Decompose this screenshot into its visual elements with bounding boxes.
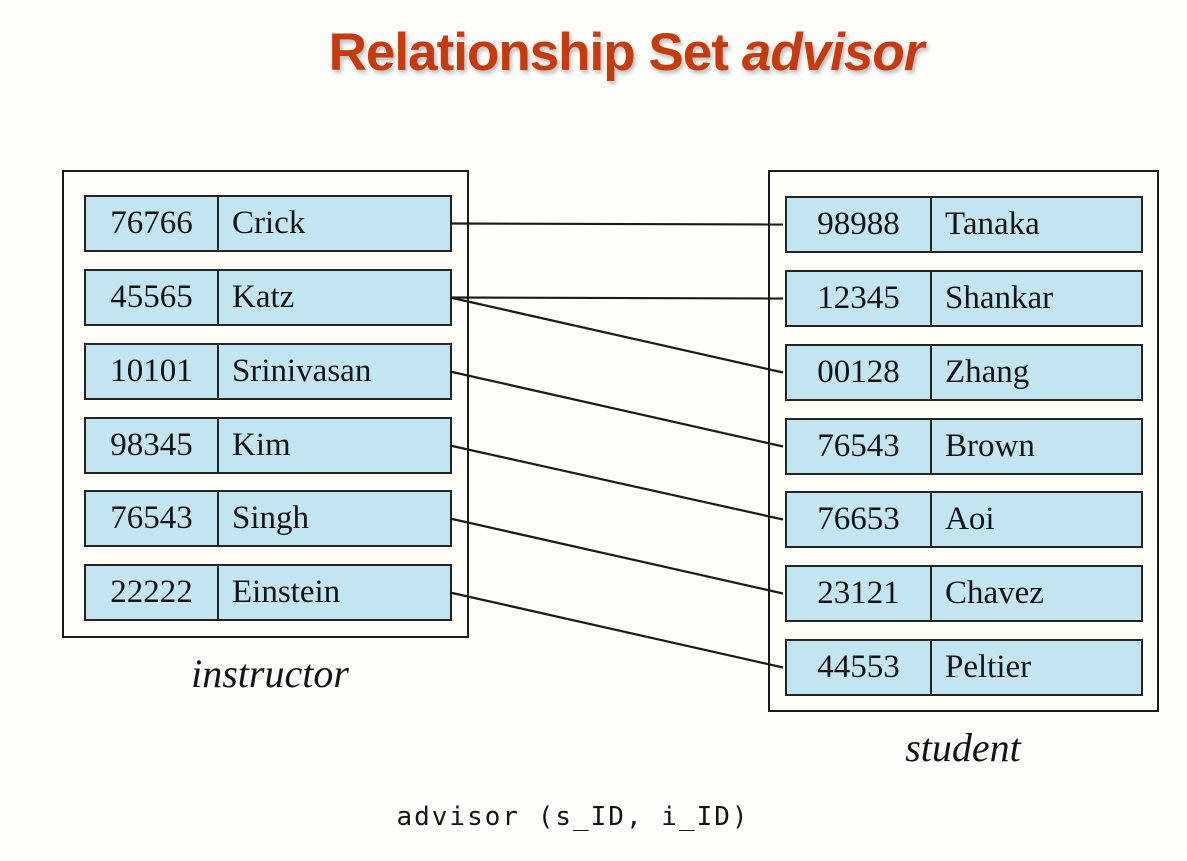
student-row-id-cell: 12345 <box>787 272 932 325</box>
student-row: 76543 Brown <box>785 418 1143 475</box>
instructor-row-name-cell: Einstein <box>232 574 341 610</box>
student-row: 44553 Peltier <box>785 639 1143 696</box>
instructor-row-id-cell: 10101 <box>86 345 219 398</box>
instructor-row-id-cell: 76543 <box>86 492 219 545</box>
connection-line <box>449 517 784 595</box>
student-row-id-cell: 76543 <box>787 420 932 473</box>
student-table-label: student <box>905 725 1021 770</box>
page-title-emphasis: advisor <box>741 23 925 82</box>
student-row-id-cell: 98988 <box>787 198 932 251</box>
student-row-name-cell: Zhang <box>945 354 1030 390</box>
relationship-caption: advisor (s_ID, i_ID) <box>396 802 750 832</box>
student-row-id-cell: 00128 <box>787 346 932 399</box>
instructor-row-name-cell: Crick <box>232 205 306 241</box>
student-row-name-cell: Chavez <box>945 575 1044 611</box>
student-row-name-cell: Aoi <box>945 501 995 537</box>
instructor-row-name-cell: Katz <box>232 279 295 315</box>
instructor-table: 76766 Crick 45565 Katz 10101 Srinivasan 98345 K… <box>62 170 469 638</box>
instructor-row-name-cell: Srinivasan <box>232 353 372 389</box>
instructor-row: 10101 Srinivasan <box>84 343 452 400</box>
instructor-row: 98345 Kim <box>84 417 452 474</box>
instructor-row: 45565 Katz <box>84 269 452 326</box>
student-row-id-cell: 76653 <box>787 493 932 546</box>
student-row: 98988 Tanaka <box>785 196 1143 253</box>
instructor-row-id-cell: 45565 <box>86 271 219 324</box>
student-row: 76653 Aoi <box>785 491 1143 548</box>
student-row-name-cell: Shankar <box>945 280 1054 316</box>
connection-line <box>449 296 784 374</box>
student-row: 12345 Shankar <box>785 270 1143 327</box>
student-table: 98988 Tanaka 12345 Shankar 00128 Zhang 76543 Br… <box>768 170 1159 712</box>
instructor-row-name-cell: Singh <box>232 500 310 536</box>
instructor-table-label: instructor <box>191 651 349 696</box>
student-row-id-cell: 44553 <box>787 641 932 694</box>
instructor-row: 76766 Crick <box>84 195 452 252</box>
instructor-row: 22222 Einstein <box>84 564 452 621</box>
student-row-name-cell: Tanaka <box>945 206 1040 242</box>
connection-line <box>449 296 784 300</box>
student-row-name-cell: Brown <box>945 428 1035 464</box>
connection-line <box>449 444 784 521</box>
instructor-row-id-cell: 22222 <box>86 566 219 619</box>
student-row-name-cell: Peltier <box>945 649 1032 685</box>
instructor-row-id-cell: 98345 <box>86 419 219 472</box>
student-row-id-cell: 23121 <box>787 567 932 620</box>
connection-line <box>449 591 784 669</box>
instructor-row-id-cell: 76766 <box>86 197 219 250</box>
student-row: 00128 Zhang <box>785 344 1143 401</box>
instructor-row: 76543 Singh <box>84 490 452 547</box>
instructor-row-name-cell: Kim <box>232 427 291 463</box>
student-row: 23121 Chavez <box>785 565 1143 622</box>
connection-line <box>449 370 784 448</box>
connection-line <box>449 222 784 226</box>
page-title-main: Relationship Set <box>328 23 729 82</box>
